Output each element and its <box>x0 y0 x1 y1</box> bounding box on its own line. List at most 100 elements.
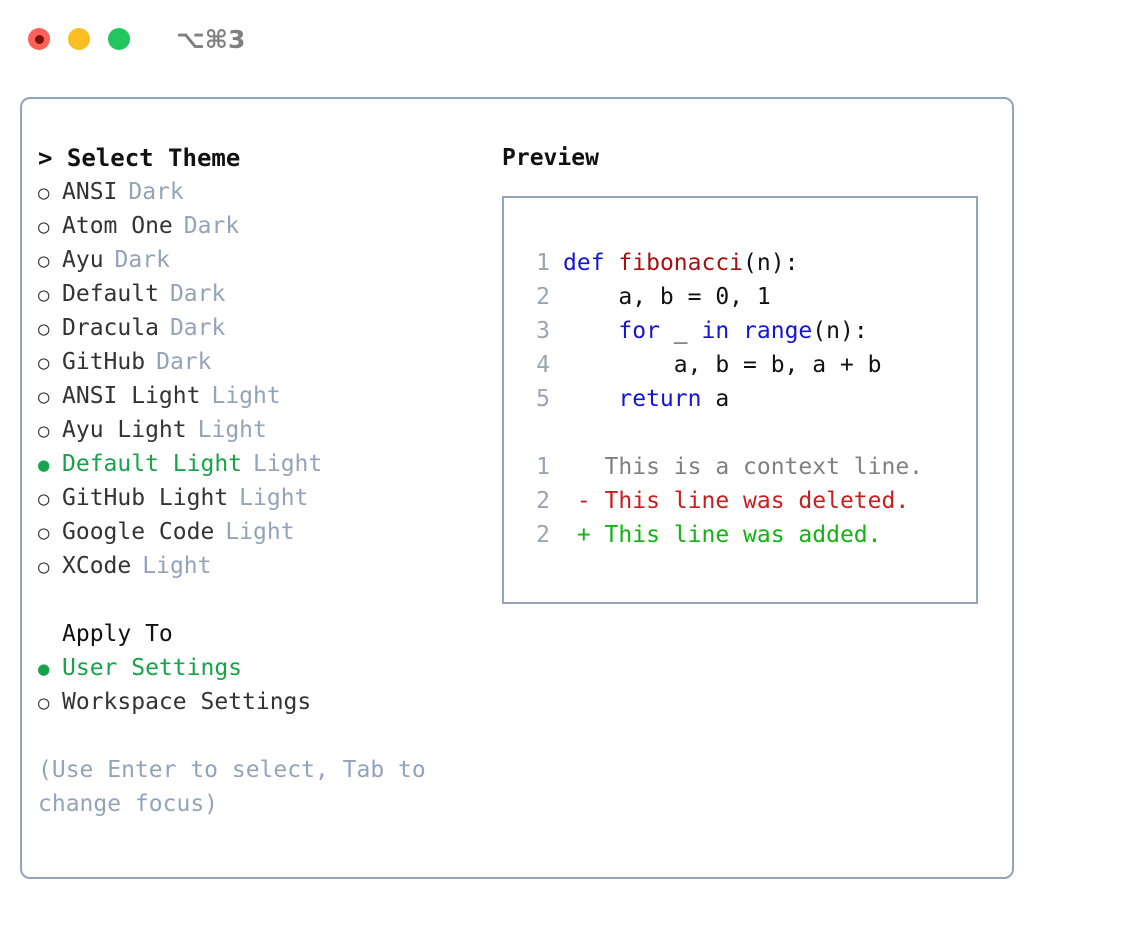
code-line: 3 for _ in range(n): <box>522 314 976 348</box>
apply-to-option-label: Workspace Settings <box>62 689 312 715</box>
keyboard-hint: (Use Enter to select, Tab to change focu… <box>38 757 426 817</box>
code-token <box>563 382 618 416</box>
theme-option-label: Dracula <box>62 315 159 341</box>
line-number: 2 <box>536 488 550 514</box>
line-number: 5 <box>536 386 550 412</box>
theme-option-default[interactable]: ○ Default Dark <box>38 277 488 311</box>
line-number: 3 <box>536 318 550 344</box>
code-token: return <box>618 386 702 412</box>
radio-unselected-icon: ○ <box>38 522 50 544</box>
select-theme-heading: > Select Theme <box>38 144 241 172</box>
code-token <box>605 246 619 280</box>
theme-option-label: GitHub <box>62 349 146 375</box>
radio-unselected-icon: ○ <box>38 182 50 204</box>
theme-option-label: ANSI <box>62 179 118 205</box>
radio-unselected-icon: ○ <box>38 284 50 306</box>
theme-option-label: Google Code <box>62 519 215 545</box>
window-controls <box>28 28 130 50</box>
close-button[interactable] <box>28 28 50 50</box>
code-token: a, b = b, a + b <box>563 352 882 378</box>
keyboard-shortcut-label: ⌥⌘3 <box>176 24 246 54</box>
apply-to-option-user-settings[interactable]: ● User Settings <box>38 651 488 685</box>
line-number: 4 <box>536 352 550 378</box>
theme-option-label: ANSI Light <box>62 383 201 409</box>
theme-option-github[interactable]: ○ GitHub Dark <box>38 345 488 379</box>
radio-unselected-icon: ○ <box>38 318 50 340</box>
apply-to-heading: Apply To <box>62 621 173 647</box>
radio-unselected-icon: ○ <box>38 352 50 374</box>
code-token: def <box>563 250 605 276</box>
line-number: 2 <box>536 284 550 310</box>
radio-unselected-icon: ○ <box>38 250 50 272</box>
code-token: a <box>701 386 730 412</box>
diff-sample: 1 This is a context line.2 - This line w… <box>522 450 976 552</box>
apply-to-option-label: User Settings <box>62 655 243 681</box>
radio-unselected-icon: ○ <box>38 692 50 714</box>
theme-option-label: Default <box>62 281 159 307</box>
theme-option-label: XCode <box>62 553 132 579</box>
code-diff-spacer <box>522 416 976 450</box>
code-token <box>563 314 618 348</box>
theme-option-kind: Dark <box>114 247 170 273</box>
theme-option-label: Ayu Light <box>62 417 187 443</box>
theme-option-label: GitHub Light <box>62 485 229 511</box>
code-token <box>729 314 743 348</box>
radio-selected-icon: ● <box>38 454 50 476</box>
theme-option-xcode[interactable]: ○ XCode Light <box>38 549 488 583</box>
radio-selected-icon: ● <box>38 658 50 680</box>
theme-option-kind: Dark <box>183 213 240 239</box>
code-line: 4 a, b = b, a + b <box>522 348 976 382</box>
line-number: 1 <box>536 250 550 276</box>
apply-to-option-workspace-settings[interactable]: ○ Workspace Settings <box>38 685 488 719</box>
theme-option-kind: Dark <box>169 315 226 341</box>
code-token: + This line was added. <box>563 522 882 548</box>
code-token: for <box>618 318 660 344</box>
theme-option-kind: Dark <box>128 179 184 205</box>
code-token: _ <box>659 318 702 344</box>
diff-line: 1 This is a context line. <box>522 450 976 484</box>
theme-option-kind: Light <box>211 383 281 409</box>
title-bar: ⌥⌘3 <box>0 0 1140 78</box>
code-token: in <box>701 318 730 344</box>
radio-unselected-icon: ○ <box>38 556 50 578</box>
theme-option-kind: Dark <box>169 281 226 307</box>
theme-option-dracula[interactable]: ○ Dracula Dark <box>38 311 488 345</box>
theme-option-kind: Dark <box>156 349 212 375</box>
radio-unselected-icon: ○ <box>38 488 50 510</box>
line-number: 2 <box>536 522 550 548</box>
preview-heading: Preview <box>502 145 599 171</box>
code-token: (n): <box>743 250 799 276</box>
line-number: 1 <box>536 454 550 480</box>
diff-line: 2 + This line was added. <box>522 518 976 552</box>
theme-option-kind: Light <box>253 451 323 477</box>
radio-unselected-icon: ○ <box>38 420 50 442</box>
theme-option-kind: Light <box>225 519 295 545</box>
theme-option-ansi[interactable]: ○ ANSI Dark <box>38 175 488 209</box>
minimize-button[interactable] <box>68 28 90 50</box>
maximize-button[interactable] <box>108 28 130 50</box>
theme-option-label: Default Light <box>62 451 243 477</box>
list-spacer <box>38 583 488 617</box>
code-line: 2 a, b = 0, 1 <box>522 280 976 314</box>
theme-option-kind: Light <box>142 553 212 579</box>
theme-option-default-light[interactable]: ● Default Light Light <box>38 447 488 481</box>
apply-to-list: ● User Settings ○ Workspace Settings <box>38 651 488 719</box>
code-token: a, b = 0, 1 <box>563 284 771 310</box>
code-token: This is a context line. <box>563 454 924 480</box>
code-token: range <box>743 318 813 344</box>
theme-option-google-code[interactable]: ○ Google Code Light <box>38 515 488 549</box>
